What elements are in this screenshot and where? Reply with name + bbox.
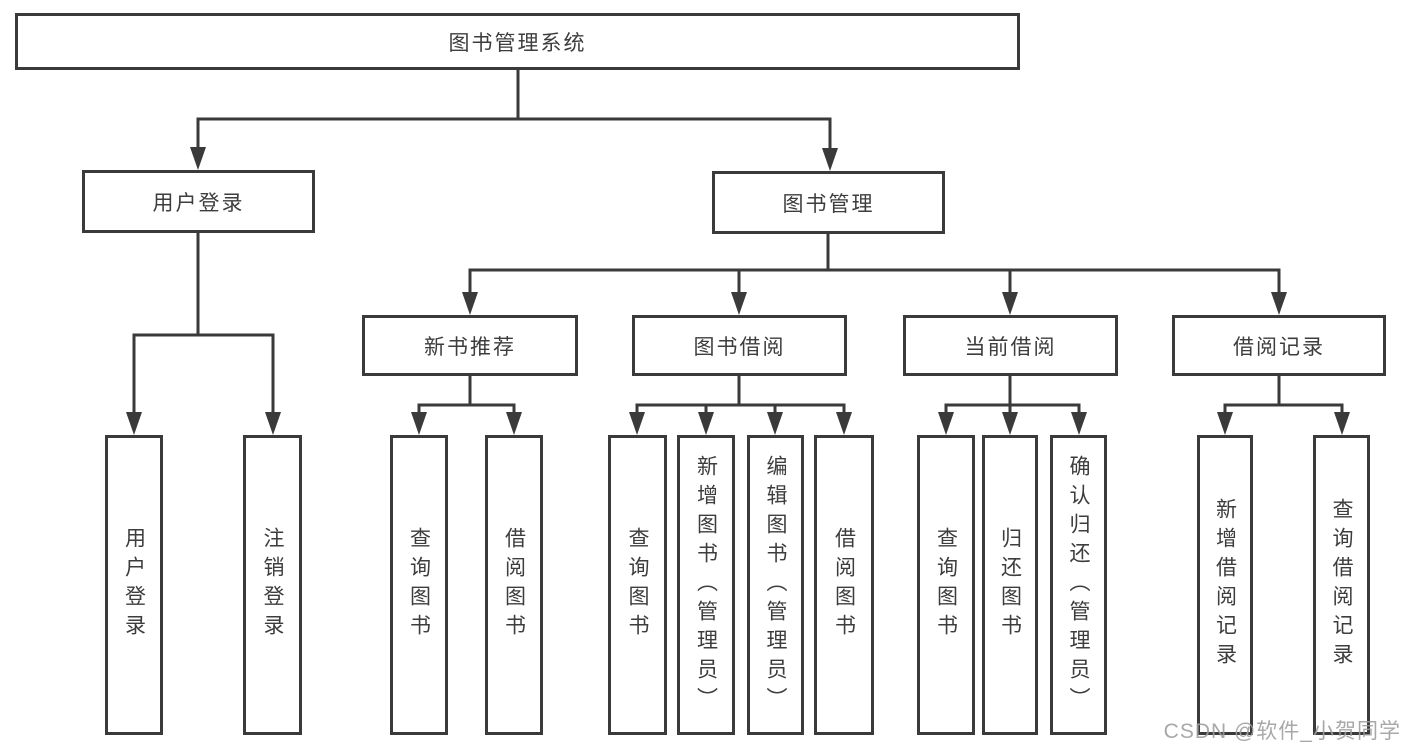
- node-user-login: 用户登录: [82, 170, 315, 233]
- leaf-newbook-borrow-books: 借阅图书: [485, 435, 543, 735]
- node-current-borrow: 当前借阅: [903, 315, 1118, 376]
- leaf-confirm-return-admin: 确认归还（管理员）: [1050, 435, 1107, 735]
- leaf-borrow-query-books-label: 查询图书: [626, 527, 649, 643]
- node-borrow-records-label: 借阅记录: [1233, 335, 1325, 359]
- leaf-logout-label: 注销登录: [261, 527, 284, 643]
- node-book-borrow: 图书借阅: [632, 315, 847, 376]
- node-borrow-records: 借阅记录: [1172, 315, 1386, 376]
- leaf-user-login-label: 用户登录: [122, 527, 146, 643]
- leaf-add-borrow-record-label: 新增借阅记录: [1213, 498, 1237, 672]
- leaf-return-books: 归还图书: [982, 435, 1038, 735]
- leaf-add-books-admin: 新增图书（管理员）: [677, 435, 735, 735]
- leaf-user-login: 用户登录: [105, 435, 163, 735]
- node-new-book-recommend-label: 新书推荐: [424, 335, 516, 359]
- leaf-query-borrow-record-label: 查询借阅记录: [1330, 498, 1353, 672]
- leaf-current-query-books-label: 查询图书: [934, 527, 958, 643]
- leaf-newbook-borrow-books-label: 借阅图书: [502, 527, 526, 643]
- leaf-edit-books-admin-label: 编辑图书（管理员）: [764, 454, 787, 716]
- node-user-login-label: 用户登录: [152, 191, 245, 215]
- leaf-borrow-books: 借阅图书: [814, 435, 874, 735]
- leaf-return-books-label: 归还图书: [998, 527, 1022, 643]
- watermark: CSDN @软件_小贺同学: [1163, 720, 1401, 743]
- leaf-borrow-query-books: 查询图书: [608, 435, 667, 735]
- node-book-borrow-label: 图书借阅: [693, 335, 786, 359]
- node-book-management-label: 图书管理: [782, 192, 875, 216]
- node-new-book-recommend: 新书推荐: [362, 315, 578, 376]
- node-current-borrow-label: 当前借阅: [964, 335, 1057, 359]
- leaf-add-borrow-record: 新增借阅记录: [1197, 435, 1253, 735]
- leaf-query-borrow-record: 查询借阅记录: [1313, 435, 1370, 735]
- leaf-borrow-books-label: 借阅图书: [832, 527, 856, 643]
- leaf-edit-books-admin: 编辑图书（管理员）: [747, 435, 804, 735]
- leaf-current-query-books: 查询图书: [917, 435, 975, 735]
- node-library-system: 图书管理系统: [15, 13, 1020, 70]
- leaf-confirm-return-admin-label: 确认归还（管理员）: [1067, 454, 1090, 716]
- leaf-add-books-admin-label: 新增图书（管理员）: [694, 454, 718, 716]
- leaf-newbook-query-books-label: 查询图书: [407, 527, 431, 643]
- node-library-system-label: 图书管理系统: [448, 31, 587, 55]
- leaf-newbook-query-books: 查询图书: [390, 435, 448, 735]
- leaf-logout: 注销登录: [243, 435, 302, 735]
- node-book-management: 图书管理: [712, 171, 945, 234]
